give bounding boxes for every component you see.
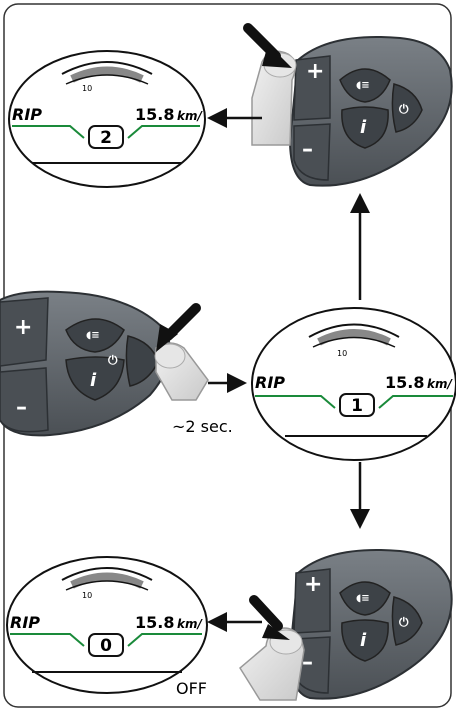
trip-label: RIP [255,373,285,392]
plus-button[interactable] [293,568,331,634]
remote-top: + – ◖≡ i ⏻ [288,35,453,187]
power-button[interactable] [391,83,423,133]
info-symbol: i [90,370,97,391]
power-icon: ⏻ [399,615,409,629]
distance-unit: km/ [177,617,203,631]
plus-button[interactable] [0,297,49,367]
minus-button[interactable] [0,367,49,433]
light-button[interactable] [339,581,391,616]
plus-symbol: + [306,59,324,84]
press-arrowhead-icon [156,324,178,352]
info-button[interactable] [65,356,125,401]
display-bottom: 10 RIP 15.8 km/ 0 [6,556,208,694]
plus-symbol: + [14,315,32,340]
minus-symbol: – [16,395,27,420]
display-top: 10 RIP 15.8 km/ 2 [8,50,206,188]
minus-button[interactable] [293,123,331,181]
distance-value: 15.8 [385,373,424,392]
info-button[interactable] [341,106,389,149]
light-icon: ◖≡ [356,80,370,91]
gauge-tick-label: 10 [82,84,92,93]
gauge-tick-label: 10 [82,591,92,600]
light-button[interactable] [65,318,125,353]
display-line [10,633,202,647]
press-arrowhead-icon [262,624,290,640]
remote-bottom: + – ◖≡ i ⏻ [288,548,453,700]
gauge-arc-icon [308,323,400,348]
remote-middle: + – ◖≡ i ⏻ [0,290,171,437]
press-arrow-icon [249,595,283,631]
power-icon: ⏻ [399,102,409,116]
off-caption: OFF [176,679,207,698]
assist-level-box [88,125,124,149]
finger-top [251,50,297,146]
assist-level-value: 2 [100,128,112,148]
plus-button[interactable] [293,55,331,121]
info-symbol: i [360,630,367,651]
display-middle: 10 RIP 15.8 km/ 1 [251,307,456,461]
info-button[interactable] [341,619,389,662]
gauge-arc-icon [61,567,153,591]
trip-label: RIP [10,613,40,632]
display-line [12,125,200,139]
gauge-arc-icon [61,61,153,85]
power-button[interactable] [391,596,423,646]
distance-unit: km/ [427,377,453,391]
hold-duration-caption: ~2 sec. [172,417,233,436]
power-icon: ⏻ [108,353,118,367]
power-button[interactable] [125,335,159,387]
press-arrowhead-icon [262,44,292,68]
assist-level-value: 0 [100,636,112,656]
display-line [255,395,453,409]
light-icon: ◖≡ [356,593,370,604]
plus-symbol: + [304,572,322,597]
trip-label: RIP [12,105,42,124]
assist-level-box [339,393,375,417]
distance-value: 15.8 [135,613,174,632]
minus-symbol: – [302,650,313,675]
assist-level-value: 1 [351,396,363,416]
finger-bottom [239,627,305,701]
info-symbol: i [360,117,367,138]
gauge-tick-label: 10 [337,349,347,358]
light-icon: ◖≡ [86,330,100,341]
assist-level-box [88,633,124,657]
distance-unit: km/ [177,109,203,123]
light-button[interactable] [339,68,391,103]
minus-symbol: – [302,137,313,162]
distance-value: 15.8 [135,105,174,124]
finger-middle [154,342,209,401]
